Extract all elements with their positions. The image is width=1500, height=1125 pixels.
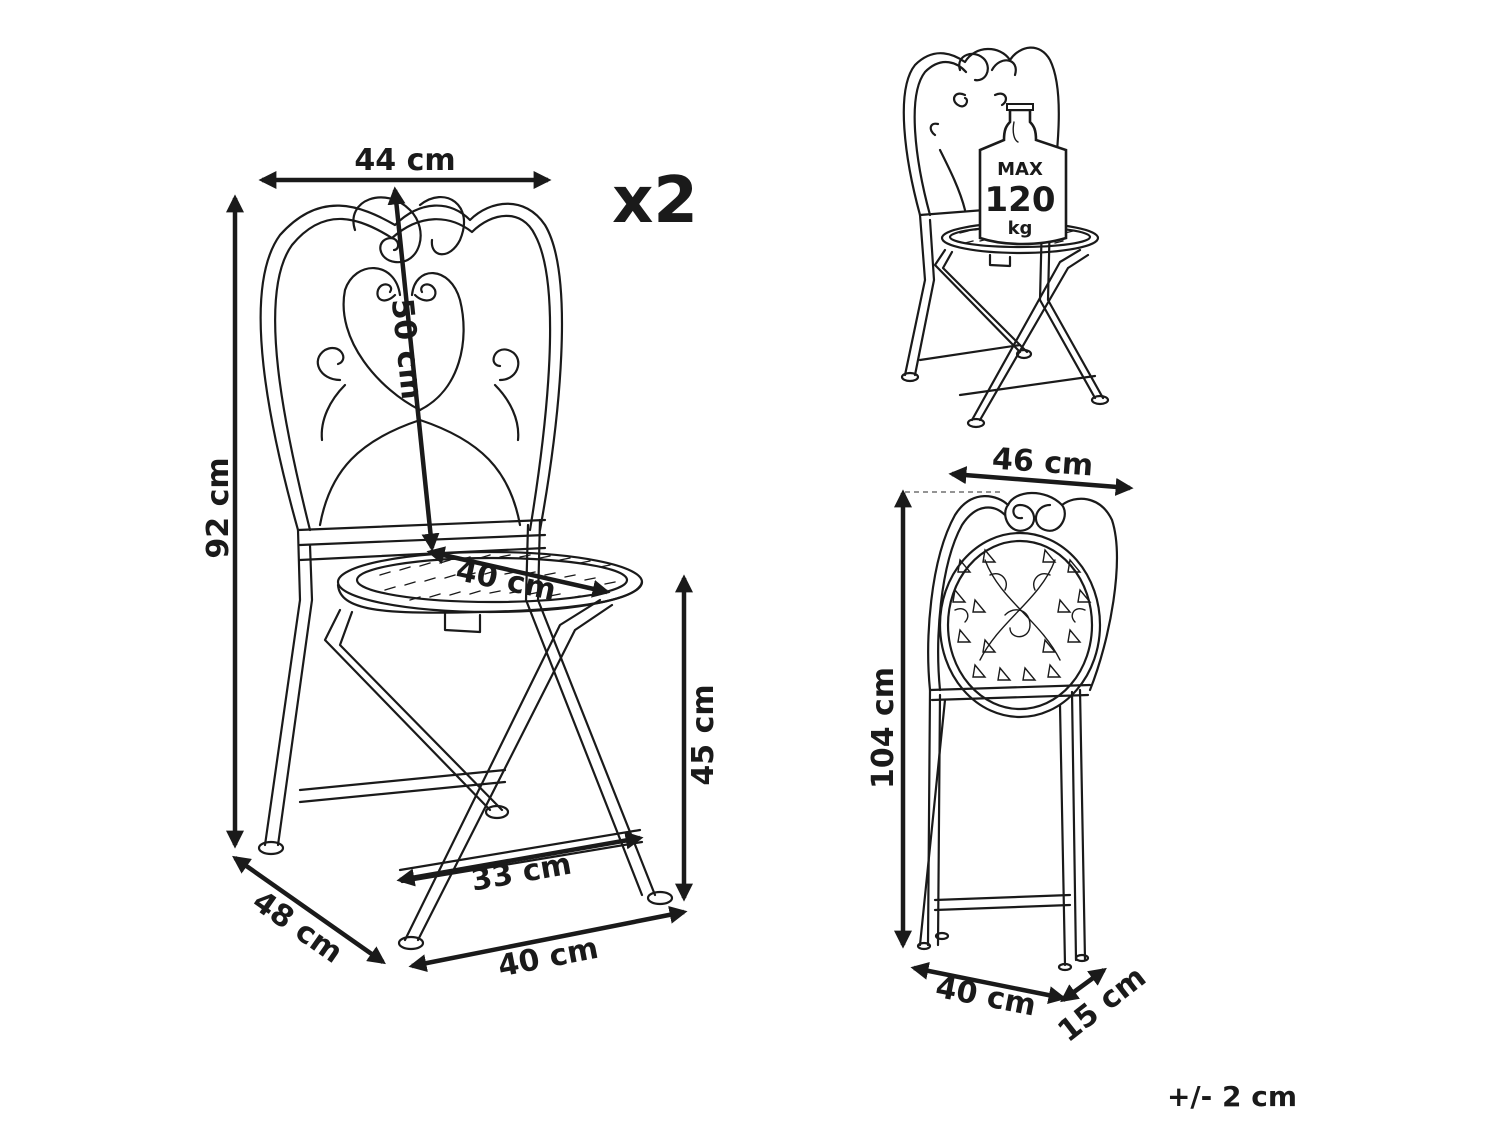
quantity-multiplier: x2 [612,164,698,238]
label-total-height: 92 cm [201,457,236,558]
label-leg-span: 33 cm [468,847,574,899]
weight-value: 120 [985,180,1056,220]
label-folded-width: 46 cm [991,442,1094,484]
label-width: 40 cm [495,931,601,985]
label-backrest-height: 50 cm [384,297,429,401]
label-back-width: 44 cm [354,143,455,178]
tolerance-note: +/- 2 cm [1167,1080,1297,1113]
label-folded-height: 104 cm [866,667,901,789]
label-seat-diameter: 40 cm [453,553,559,608]
main-chair-drawing [226,171,693,973]
label-folded-depth-width: 40 cm [933,970,1039,1024]
label-seat-height: 45 cm [686,684,721,785]
weight-unit: kg [1008,218,1033,239]
load-chair-drawing [900,46,1110,429]
folded-chair-drawing [894,466,1134,1004]
weight-max-label: MAX [997,159,1043,180]
